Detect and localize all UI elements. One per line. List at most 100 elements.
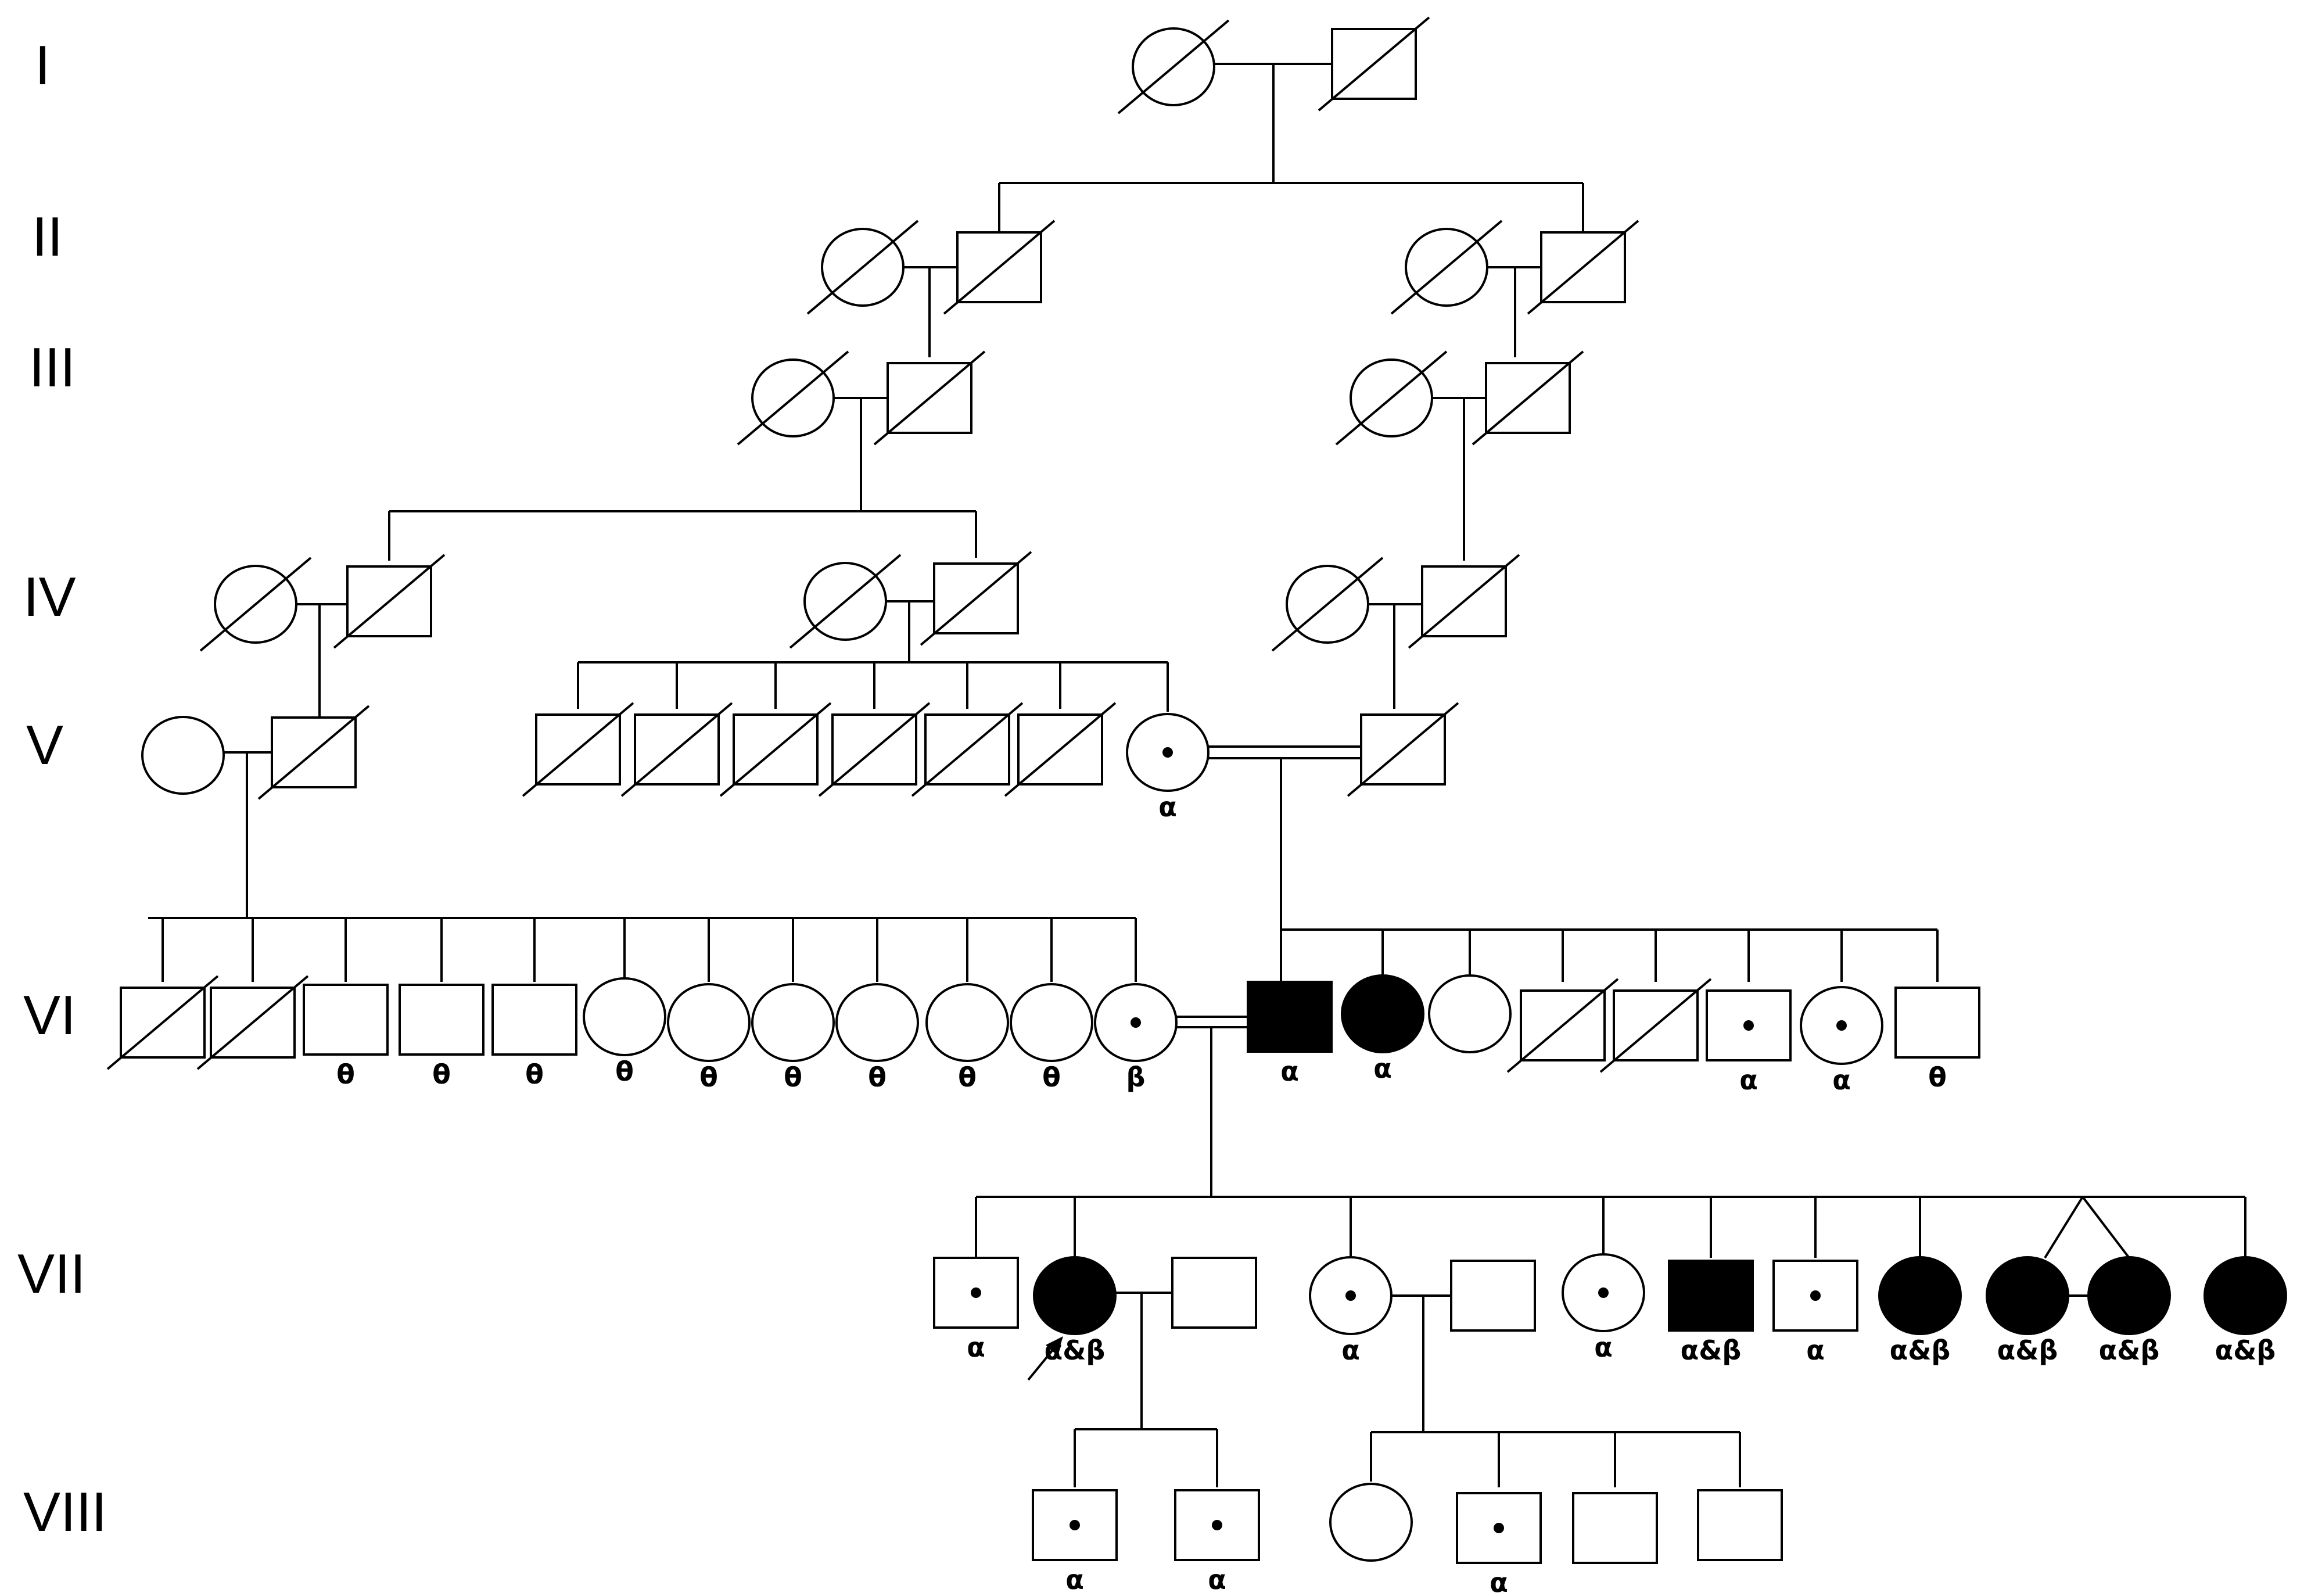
individual-viii-3-female-symbol [1329, 1483, 1413, 1562]
individual-vi-1-deceased-slash [106, 975, 219, 1070]
individual-iii-4-deceased-slash [1472, 350, 1584, 446]
individual-vi-13-male-symbol [1247, 981, 1333, 1053]
individual-viii-6-male-symbol [1697, 1489, 1783, 1561]
individual-vii-6-carrier-dot [1598, 1287, 1609, 1298]
individual-vi-19-genotype-label: α [1832, 1064, 1851, 1096]
generation-label-vii: VII [17, 1243, 85, 1305]
individual-iv-1-deceased-slash [199, 557, 312, 652]
individual-vii-8-carrier-dot [1810, 1290, 1821, 1301]
individual-iv-2-deceased-slash [333, 554, 446, 649]
individual-vi-5-genotype-label: θ [525, 1059, 544, 1090]
individual-vi-10-genotype-label: θ [958, 1061, 977, 1093]
individual-viii-1-carrier-dot [1070, 1520, 1080, 1530]
individual-vii-2-female-symbol [1033, 1256, 1117, 1335]
individual-vii-10-female-symbol [1986, 1256, 2069, 1335]
individual-iv-6-deceased-slash [1408, 554, 1520, 649]
individual-vii-6-genotype-label: α [1594, 1332, 1613, 1363]
individual-vii-7-genotype-label: α&β [1681, 1335, 1742, 1366]
generation-label-viii: VIII [23, 1481, 107, 1543]
individual-vi-9-female-symbol [835, 983, 919, 1062]
individual-viii-5-male-symbol [1572, 1492, 1658, 1564]
individual-iii-3-deceased-slash [1335, 350, 1448, 446]
individual-vii-11-female-symbol [2087, 1256, 2171, 1335]
individual-v-7-deceased-slash [911, 702, 1024, 797]
individual-vi-10-female-symbol [925, 983, 1009, 1062]
individual-i-1-deceased-slash [1117, 19, 1230, 114]
individual-vi-6-female-symbol [583, 977, 666, 1056]
individual-vii-1-carrier-dot [971, 1287, 981, 1298]
individual-vi-12-genotype-label: β [1126, 1061, 1146, 1093]
individual-iv-5-deceased-slash [1271, 557, 1384, 652]
individual-viii-2-genotype-label: α [1208, 1564, 1226, 1595]
generation-label-ii: II [32, 206, 63, 268]
individual-iv-3-deceased-slash [789, 554, 902, 649]
individual-vi-20-genotype-label: θ [1928, 1061, 1947, 1093]
individual-vii-4-carrier-dot [1345, 1290, 1356, 1301]
individual-vi-16-deceased-slash [1506, 978, 1619, 1073]
individual-i-2-deceased-slash [1318, 16, 1430, 112]
individual-vi-18-carrier-dot [1743, 1020, 1754, 1031]
individual-vii-11-genotype-label: α&β [2099, 1335, 2160, 1366]
individual-vi-4-genotype-label: θ [432, 1059, 451, 1090]
individual-v-4-deceased-slash [620, 702, 733, 797]
generation-label-iii: III [29, 336, 76, 399]
individual-vi-18-genotype-label: α [1739, 1064, 1758, 1096]
individual-vii-3-male-symbol [1171, 1257, 1257, 1329]
individual-vi-2-deceased-slash [196, 975, 309, 1070]
individual-vi-6-genotype-label: θ [615, 1056, 634, 1087]
individual-vii-1-genotype-label: α [967, 1332, 985, 1363]
individuals [106, 16, 2287, 1564]
individual-vi-4-male-symbol [399, 984, 485, 1056]
generation-label-vi: VI [23, 984, 76, 1046]
individual-vi-9-genotype-label: θ [868, 1061, 887, 1093]
individual-vii-9-genotype-label: α&β [1890, 1335, 1951, 1366]
individual-vi-8-female-symbol [751, 983, 835, 1062]
individual-ii-3-deceased-slash [1390, 220, 1503, 315]
individual-vi-20-male-symbol [1894, 987, 1980, 1059]
individual-vi-12-carrier-dot [1131, 1017, 1141, 1028]
individual-viii-1-genotype-label: α [1065, 1564, 1084, 1595]
individual-vi-7-female-symbol [667, 983, 751, 1062]
generation-label-i: I [35, 34, 51, 96]
individual-v-8-deceased-slash [1004, 702, 1117, 797]
individual-vii-5-male-symbol [1450, 1260, 1536, 1332]
individual-iii-2-deceased-slash [873, 350, 986, 446]
individual-ii-4-deceased-slash [1527, 220, 1639, 315]
individual-vi-8-genotype-label: θ [784, 1061, 802, 1093]
twin-line-a [2044, 1196, 2084, 1259]
twin-line-b [2082, 1196, 2130, 1259]
individual-vi-15-female-symbol [1428, 974, 1512, 1053]
proband-arrow-shaft [1027, 1347, 1056, 1381]
individual-vi-19-carrier-dot [1836, 1020, 1847, 1031]
generation-label-v: V [26, 714, 63, 776]
individual-vii-12-genotype-label: α&β [2215, 1335, 2276, 1366]
individual-vi-3-male-symbol [303, 984, 389, 1056]
individual-vi-5-male-symbol [491, 984, 577, 1056]
individual-vi-14-genotype-label: α [1373, 1053, 1392, 1084]
individual-v-3-deceased-slash [522, 702, 634, 797]
individual-ii-2-deceased-slash [943, 220, 1056, 315]
individual-v-2-deceased-slash [257, 705, 370, 800]
individual-vii-4-genotype-label: α [1341, 1335, 1360, 1366]
individual-vi-17-deceased-slash [1599, 978, 1712, 1073]
individual-iv-4-deceased-slash [920, 551, 1032, 646]
individual-v-9-carrier-dot [1162, 747, 1173, 758]
individual-v-6-deceased-slash [818, 702, 931, 797]
individual-ii-1-deceased-slash [806, 220, 919, 315]
individual-v-5-deceased-slash [719, 702, 832, 797]
individual-vi-14-female-symbol [1341, 974, 1424, 1053]
individual-v-9-genotype-label: α [1158, 791, 1177, 823]
individual-vi-3-genotype-label: θ [336, 1059, 355, 1090]
individual-iii-1-deceased-slash [737, 350, 849, 446]
individual-vi-13-genotype-label: α [1280, 1056, 1299, 1087]
individual-vii-7-male-symbol [1668, 1260, 1754, 1332]
individual-v-1-female-symbol [141, 716, 225, 795]
individual-vii-10-genotype-label: α&β [1997, 1335, 2058, 1366]
relationship-lines [148, 63, 2246, 1487]
individual-vi-11-genotype-label: θ [1042, 1061, 1061, 1093]
proband-arrow-icon [1046, 1336, 1063, 1355]
individual-viii-4-genotype-label: α [1490, 1567, 1508, 1596]
